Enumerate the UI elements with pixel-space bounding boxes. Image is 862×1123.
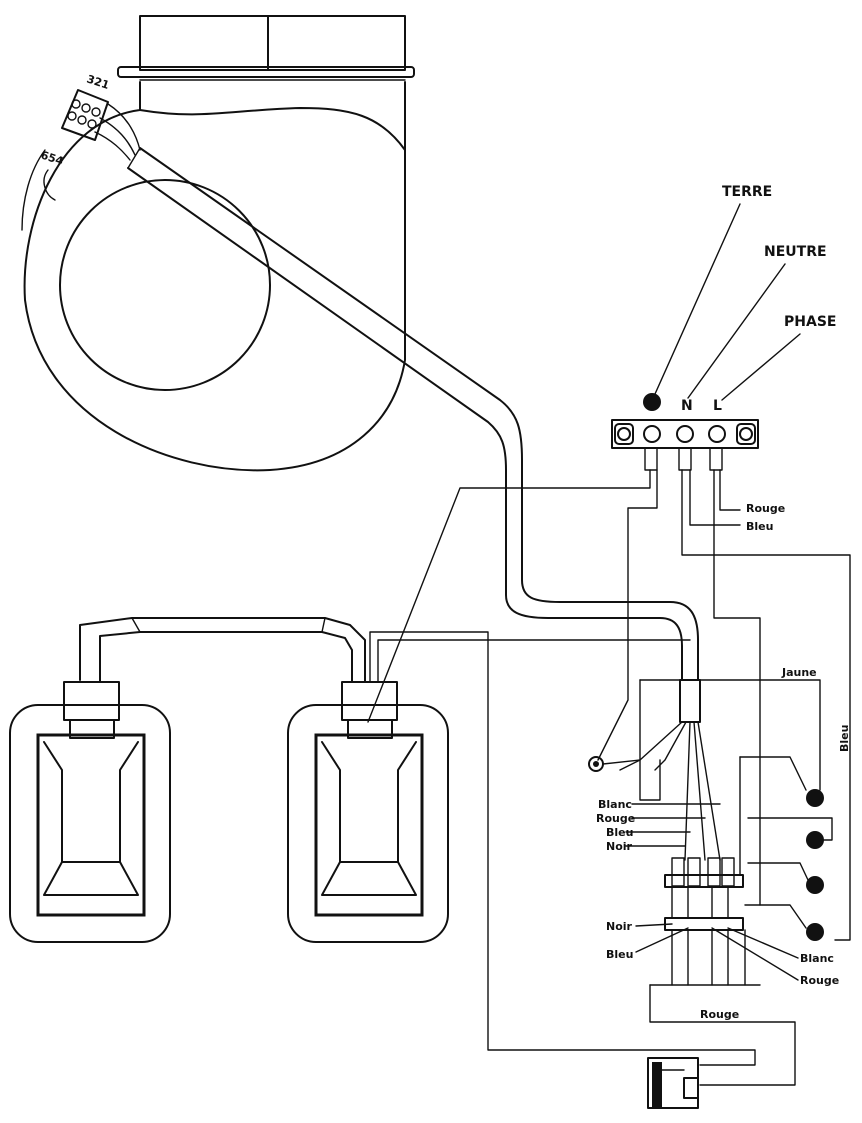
fan-cable-outer [139,147,699,681]
fan-connector: 321 654 [39,72,141,201]
rocker-switch [647,1057,699,1109]
blanc-left-label: Blanc [598,798,632,811]
earth-wire [367,469,651,723]
rouge-left-label: Rouge [596,812,635,825]
control-harness: Jaune Bleu Blanc Rouge Bleu Noir [588,666,851,1086]
level-contact-2-icon [806,831,824,849]
harness-connector-lower [664,917,744,931]
left-electrode-plug [63,681,120,721]
blower-fan [21,15,415,472]
blower-wheel [59,179,271,391]
rouge-top-label: Rouge [746,502,785,515]
blower-top-housing [139,15,406,71]
level-contact-3-icon [806,876,824,894]
bleu-right-label: Bleu [838,725,851,752]
bleu-top-label: Bleu [746,520,773,533]
right-electrode-plug [341,681,398,721]
noir-lower-label: Noir [606,920,633,933]
left-electrode-frame [9,704,171,943]
terminal-screw-earth [643,425,661,443]
earth-symbol-icon [643,393,661,411]
earth-wire-2 [597,469,658,761]
blower-flange [117,66,415,78]
phase-symbol: L [713,398,722,414]
level-contact-4-icon [806,923,824,941]
level-contact-1-icon [806,789,824,807]
phase-label: PHASE [784,314,836,330]
rouge-bottom-label: Rouge [700,1008,739,1021]
bleu-left-label: Bleu [606,826,633,839]
blower-scroll [23,81,406,472]
right-electrode-frame [287,704,449,943]
fan-cable-inner [127,167,683,681]
blanc-right-label: Blanc [800,952,834,965]
electrode-bus-inner [99,631,353,683]
left-electrode-body [36,733,146,917]
rouge-right-label: Rouge [800,974,839,987]
terminal-screw-phase [708,425,726,443]
bleu-lower-label: Bleu [606,948,633,961]
left-electrode [9,681,171,943]
rouge-bottom-wire [649,984,796,1086]
rouge-switch-wire [369,631,756,1066]
electrode-bus [79,617,756,1066]
terre-label: TERRE [722,184,772,200]
right-electrode [287,681,449,943]
terminal-wires: Rouge Bleu [367,469,851,941]
connector-pins-top-label: 321 [85,72,111,91]
jaune-label: Jaune [781,666,817,679]
terminal-block: N L TERRE NEUTRE PHASE [611,184,836,471]
neutre-label: NEUTRE [764,244,827,260]
harness-connector [664,874,744,888]
neutral-wire [681,469,851,941]
right-electrode-body [314,733,424,917]
noir-left-label: Noir [606,840,633,853]
fan-connector-block [61,89,109,141]
fan-cable [127,147,699,681]
connector-pins-bottom-label: 654 [39,148,65,168]
terminal-screw-neutral [676,425,694,443]
neutral-symbol: N [681,398,693,414]
harness-sleeve [679,679,701,723]
